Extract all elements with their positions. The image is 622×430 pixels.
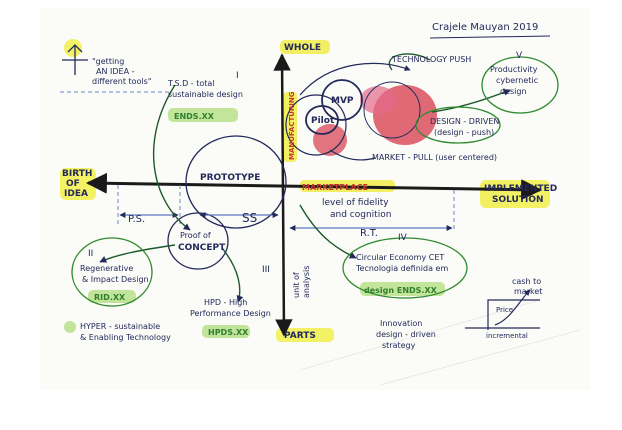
circular-line-2: Tecnologia definida em (355, 264, 448, 273)
dashed-guides (60, 91, 455, 232)
hyper-line-1: HYPER - sustainable (80, 322, 160, 331)
axis-label-implemented: IMPLEMENTED (484, 184, 557, 194)
proof-label-1: Proof of (180, 231, 211, 240)
highlight-dot (64, 39, 82, 57)
roman-numeral-ii: II (88, 249, 93, 259)
note-line-1: "getting (92, 57, 124, 66)
mvp-circle (321, 79, 363, 121)
svg-text:analysis: analysis (302, 266, 311, 298)
highlight-whole (280, 40, 330, 54)
innovation-line-3: strategy (382, 341, 416, 350)
prototype-label: PROTOTYPE (200, 173, 260, 183)
red-blob-small (360, 86, 396, 114)
roman-numeral-iii: III (262, 265, 270, 275)
market-pull-label: MARKET - PULL (user centered) (372, 153, 497, 162)
regen-line-1: Regenerative (80, 264, 133, 273)
productivity-2: cybernetic (496, 76, 538, 85)
cash-line-1: cash to (512, 277, 541, 286)
proof-of-concept-circle (167, 212, 229, 270)
innovation-line-1: Innovation (380, 319, 422, 328)
svg-text:unit of: unit of (292, 272, 301, 298)
red-blob-group (313, 81, 437, 156)
svg-text:MANUFACTURING: MANUFACTURING (288, 91, 296, 160)
hpd-line-2: Performance Design (190, 309, 271, 318)
circular-tag: design ENDS.XX (364, 286, 438, 295)
background-hatching (299, 299, 581, 386)
ss-label: SS (242, 211, 257, 225)
axis-label-birth-2: OF (66, 179, 80, 189)
small-chart-label-2: incremental (486, 332, 528, 340)
circular-line-1: Circular Economy CET (356, 253, 444, 262)
author-signature: Crajele Mauyan 2019 (432, 22, 538, 33)
horizontal-axis (85, 172, 543, 201)
productivity-3: design (500, 87, 527, 96)
roman-numeral-v: V (516, 51, 523, 61)
axis-label-birth-3: IDEA (64, 189, 88, 199)
axis-label-parts: PARTS (284, 331, 316, 341)
axis-label-birth-1: BIRTH (62, 169, 92, 179)
roman-numeral-iv: IV (398, 233, 408, 243)
ps-label: P.S. (128, 214, 145, 225)
cash-line-2: market (514, 287, 542, 296)
regen-line-2: & Impact Design (82, 275, 149, 284)
note-line-3: different tools" (92, 77, 152, 86)
unit-of-analysis-label: unit of analysis (292, 266, 311, 298)
connector-curves (99, 53, 511, 303)
rt-label: R.T. (360, 228, 378, 239)
design-driven-2: (design - push) (434, 128, 494, 137)
tech-push-label: TECHNOLOGY PUSH (391, 55, 471, 64)
regen-tag: RID.XX (94, 293, 126, 302)
axis-label-solution: SOLUTION (492, 195, 544, 205)
marketplace-label: MARKETPLACE (302, 183, 368, 192)
small-chart-label-1: Price (496, 306, 513, 314)
pilot-circle (305, 105, 339, 135)
prototype-circle (185, 135, 287, 229)
roman-numeral-i: I (236, 71, 239, 81)
vertical-axis (273, 53, 293, 337)
mvp-label: MVP (331, 96, 354, 106)
idea-tools-icon (62, 44, 88, 75)
innovation-line-2: design - driven (376, 330, 436, 339)
hpd-line-1: HPD - High (204, 298, 247, 307)
productivity-1: Productivity (490, 65, 538, 74)
pilot-label: Pilot (311, 116, 335, 126)
author-underline (429, 35, 551, 39)
note-line-2: AN IDEA - (96, 67, 135, 76)
green-outlines (71, 56, 559, 307)
fidelity-label-1: level of fidelity (322, 198, 389, 208)
fidelity-label-2: and cognition (330, 210, 391, 220)
axis-label-whole: WHOLE (284, 43, 321, 53)
tsd-line-2: sustainable design (168, 90, 243, 99)
tsd-tag: ENDS.XX (174, 112, 215, 121)
pilot-outer-circle (285, 94, 347, 156)
proof-label-2: CONCEPT (178, 243, 226, 253)
ink-curves (299, 62, 540, 330)
green-highlights (64, 108, 445, 338)
tsd-line-1: T.S.D - total (167, 79, 215, 88)
manufacturing-label: MANUFACTURING (288, 91, 296, 160)
hyper-line-2: & Enabling Technology (80, 333, 171, 342)
design-driven-1: DESIGN - DRIVEN (430, 117, 499, 126)
tech-push-circle (363, 81, 421, 139)
range-brackets (119, 212, 453, 231)
red-blob-pilot (313, 124, 347, 156)
hpd-tag: HPDS.XX (208, 328, 249, 337)
